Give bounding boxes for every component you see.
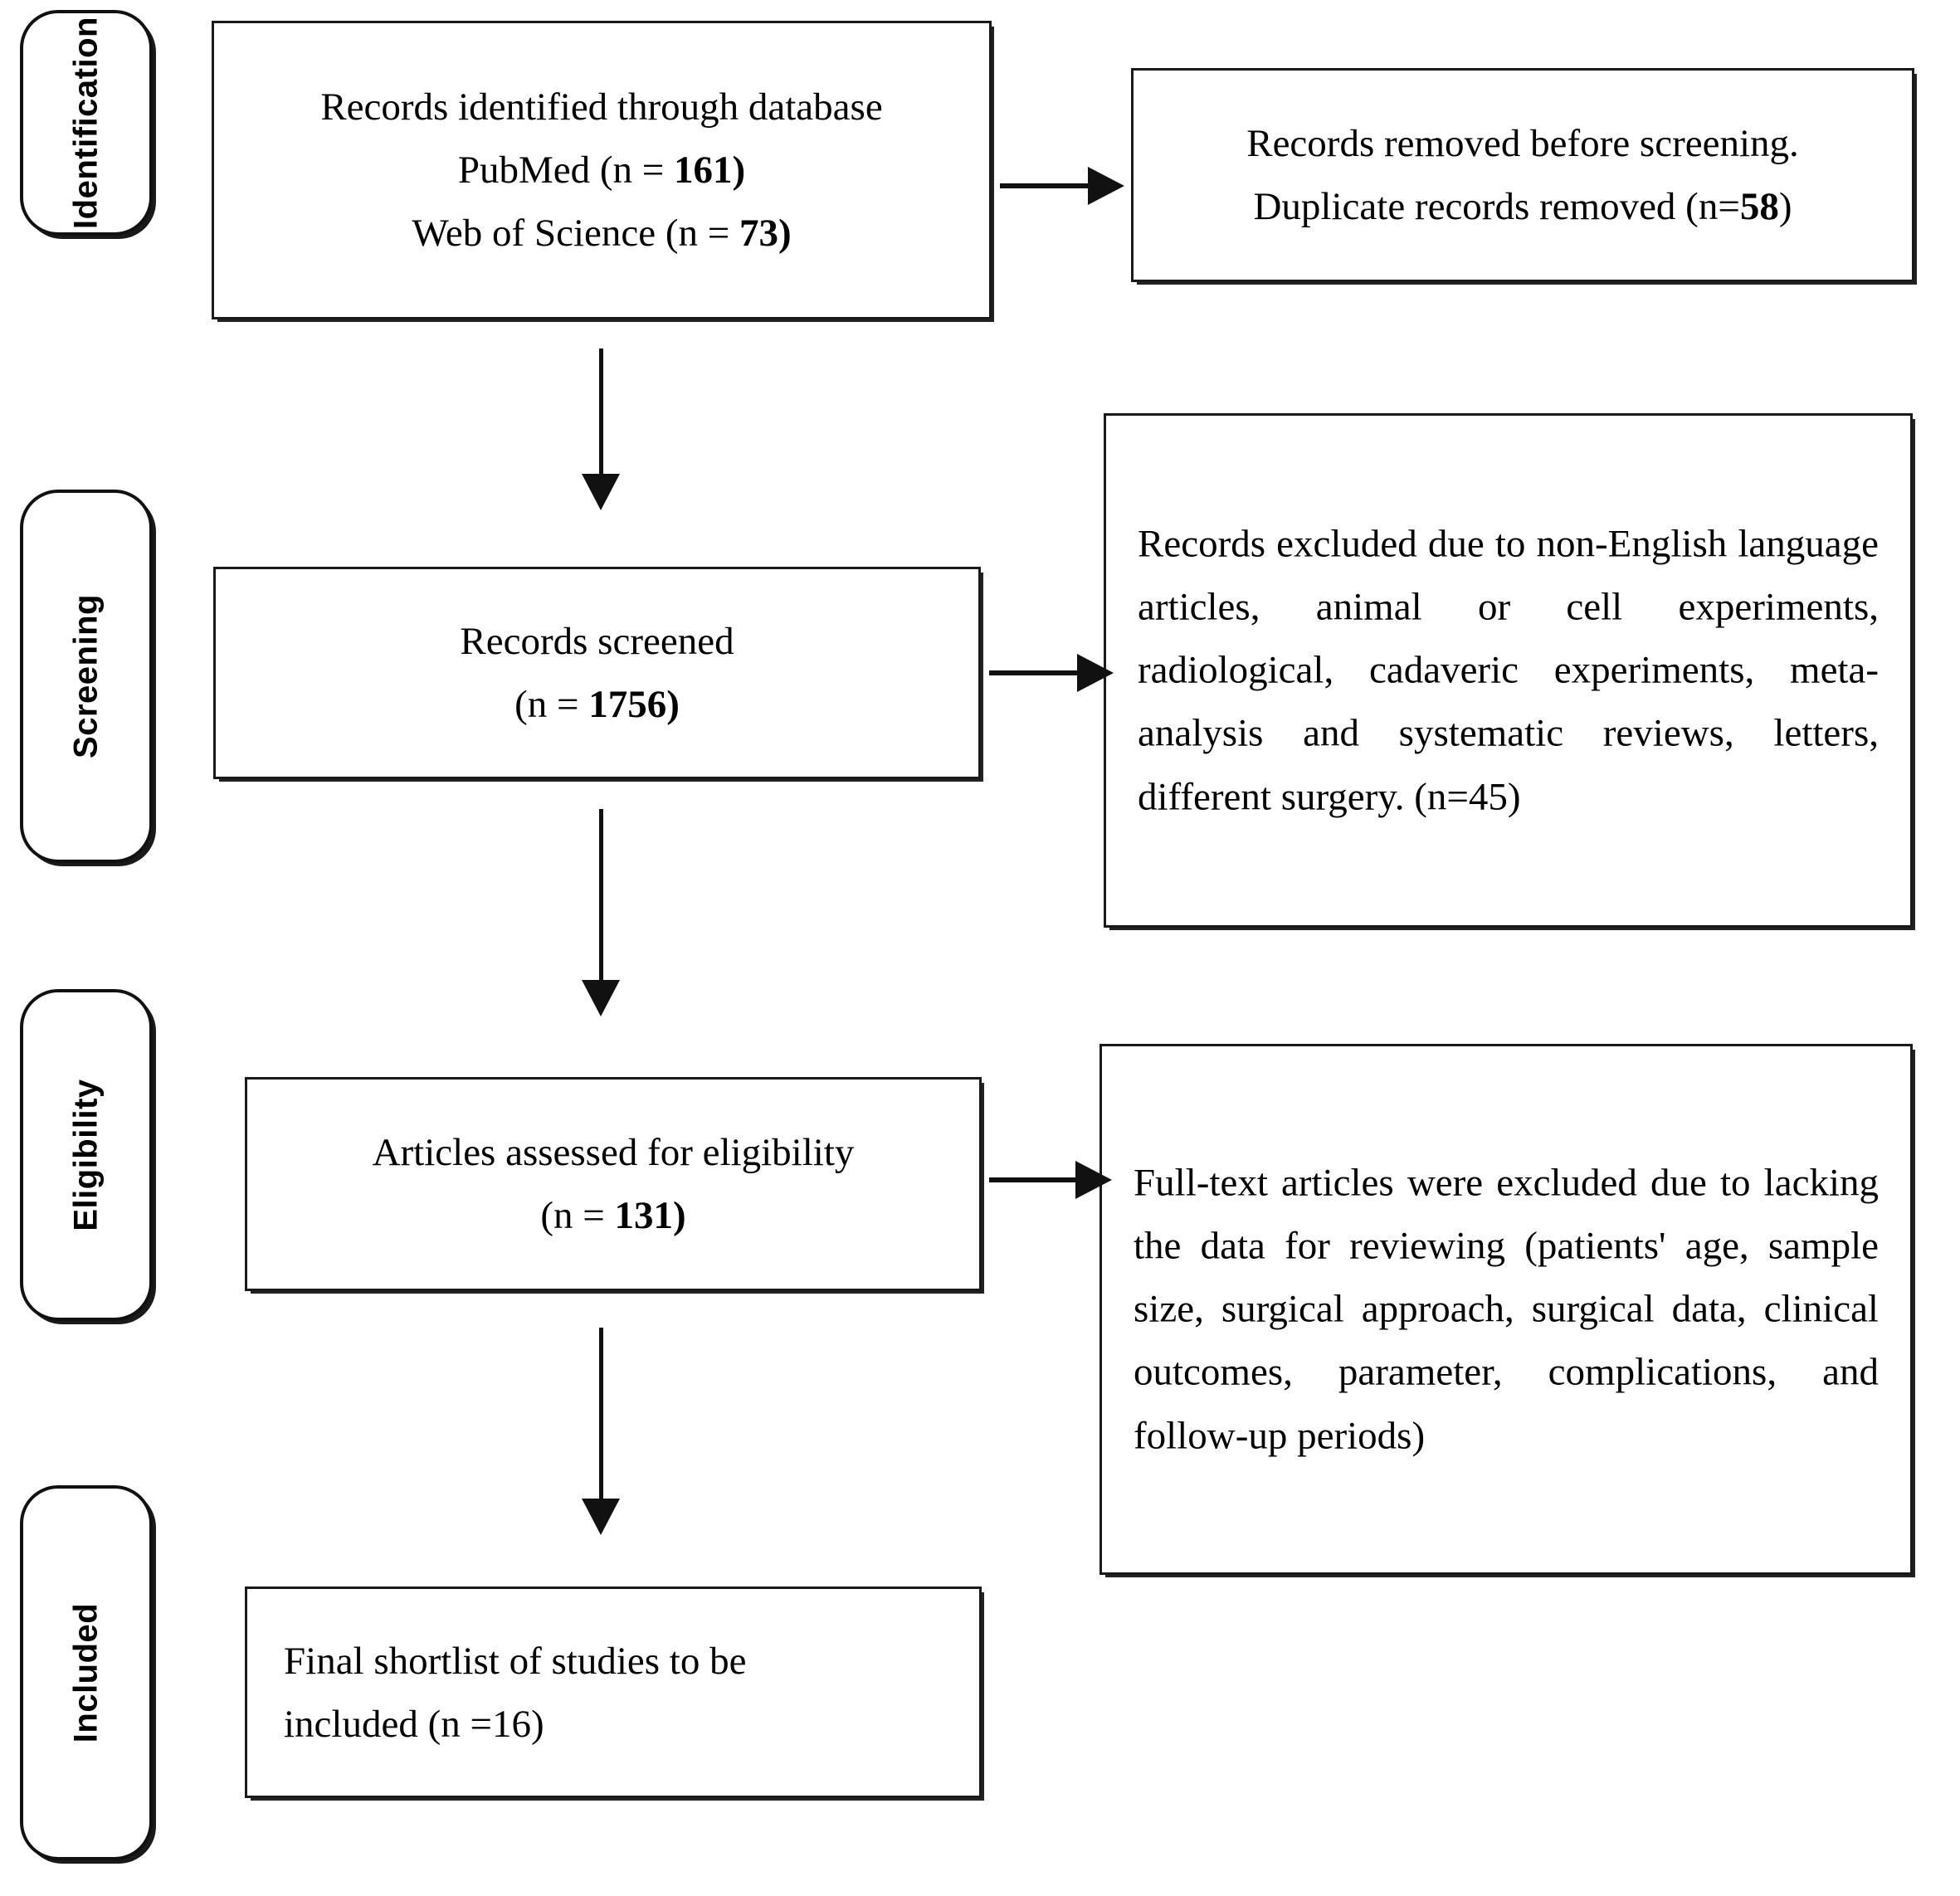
wos-suffix: ): [778, 212, 792, 256]
screened-prefix: (n =: [514, 683, 589, 726]
arrow-identified-to-removed: [1000, 166, 1124, 206]
wos-count: 73: [739, 212, 778, 256]
box-records-identified-text: Records identified through database PubM…: [214, 76, 989, 265]
assessed-prefix: (n =: [540, 1194, 615, 1237]
arrow-shaft: [598, 348, 603, 477]
arrow-shaft: [598, 1328, 603, 1502]
arrow-shaft: [989, 1177, 1080, 1182]
assessed-count: 131: [614, 1194, 674, 1237]
records-screened-line-2: (n = 1756): [237, 673, 957, 736]
box-records-excluded-text: Records excluded due to non-English lang…: [1138, 522, 1879, 819]
wos-prefix: Web of Science (n =: [412, 212, 739, 256]
arrow-identified-to-screened: [581, 348, 621, 510]
records-identified-line-1: Records identified through database: [320, 85, 883, 129]
box-records-identified: Records identified through database PubM…: [212, 21, 992, 319]
arrow-shaft: [989, 670, 1082, 675]
screened-count: 1756: [588, 683, 667, 726]
box-articles-assessed: Articles assessed for eligibility (n = 1…: [245, 1077, 982, 1291]
arrow-screened-to-assessed: [581, 809, 621, 1016]
records-identified-line-3: Web of Science (n = 73): [236, 202, 968, 265]
stage-pill-identification-label: Identification: [67, 17, 105, 229]
arrow-assessed-to-fulltext: [989, 1160, 1112, 1200]
stage-pill-eligibility: Eligibility: [20, 989, 153, 1321]
arrow-head: [1077, 654, 1114, 692]
arrow-head: [582, 474, 620, 510]
pubmed-count: 161: [674, 148, 733, 192]
stage-pill-eligibility-label: Eligibility: [67, 1079, 105, 1231]
box-final-shortlist-text: Final shortlist of studies to be include…: [247, 1629, 979, 1755]
duplicates-prefix: Duplicate records removed (n=: [1253, 185, 1740, 228]
records-removed-line-2: Duplicate records removed (n=58): [1158, 175, 1887, 238]
records-identified-line-2: PubMed (n = 161): [236, 139, 968, 202]
stage-pill-included-label: Included: [67, 1602, 105, 1743]
duplicates-count: 58: [1739, 185, 1779, 228]
arrow-head: [582, 980, 620, 1016]
records-screened-line-1: Records screened: [460, 619, 734, 663]
arrow-head: [1075, 1161, 1112, 1199]
arrow-shaft: [598, 809, 603, 983]
stage-pill-screening-label: Screening: [67, 594, 105, 758]
arrow-screened-to-excluded: [989, 653, 1114, 693]
pubmed-suffix: ): [732, 148, 746, 192]
box-records-removed: Records removed before screening. Duplic…: [1131, 68, 1914, 282]
stage-pill-included: Included: [20, 1485, 153, 1860]
arrow-assessed-to-shortlist: [581, 1328, 621, 1535]
stage-pill-screening: Screening: [20, 490, 153, 863]
articles-assessed-line-1: Articles assessed for eligibility: [372, 1130, 855, 1174]
duplicates-suffix: ): [1778, 185, 1792, 228]
screened-suffix: ): [666, 683, 680, 726]
box-fulltext-excluded: Full-text articles were excluded due to …: [1099, 1044, 1913, 1575]
arrow-head: [1088, 167, 1124, 205]
box-records-excluded: Records excluded due to non-English lang…: [1104, 413, 1913, 928]
pubmed-prefix: PubMed (n =: [457, 148, 675, 192]
articles-assessed-line-2: (n = 131): [269, 1184, 958, 1247]
box-records-removed-text: Records removed before screening. Duplic…: [1134, 112, 1912, 238]
assessed-suffix: ): [673, 1194, 686, 1237]
arrow-shaft: [1000, 183, 1093, 188]
arrow-head: [582, 1499, 620, 1535]
box-final-shortlist: Final shortlist of studies to be include…: [245, 1586, 982, 1798]
final-shortlist-line-1: Final shortlist of studies to be: [284, 1639, 747, 1683]
box-records-screened: Records screened (n = 1756): [213, 567, 981, 779]
box-records-screened-text: Records screened (n = 1756): [216, 610, 978, 736]
box-articles-assessed-text: Articles assessed for eligibility (n = 1…: [247, 1121, 979, 1247]
box-fulltext-excluded-text: Full-text articles were excluded due to …: [1134, 1161, 1879, 1458]
stage-pill-identification: Identification: [20, 10, 153, 236]
final-shortlist-line-2: included (n =16): [284, 1702, 544, 1746]
records-removed-line-1: Records removed before screening.: [1246, 121, 1799, 165]
